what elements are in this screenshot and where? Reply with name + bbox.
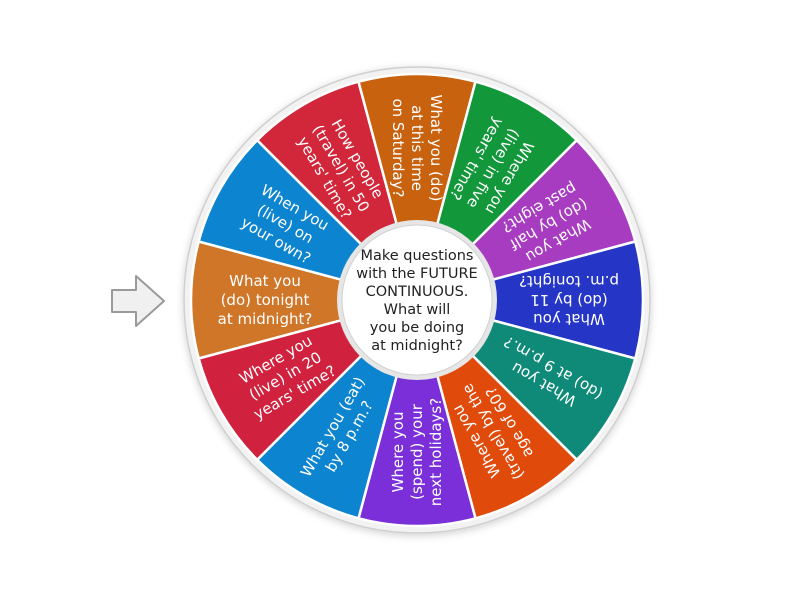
center-prompt-line: What will — [384, 302, 451, 318]
segment-label-line: (do) by 11 — [530, 291, 607, 309]
arrow-right-icon — [111, 275, 165, 327]
segment-label: What you(do) by 11p.m. tonight? — [519, 272, 619, 328]
segment-label-line: (do) tonight — [221, 291, 310, 309]
segment-label-line: What you — [533, 310, 605, 328]
segment-label: Where you(spend) yournext holidays? — [389, 398, 445, 506]
center-prompt-line: you be doing — [370, 320, 464, 336]
center-prompt: Make questions with the FUTURE CONTINUOUS.… — [356, 248, 477, 354]
center-prompt-line: with the FUTURE — [356, 266, 477, 282]
segment-label-line: p.m. tonight? — [519, 272, 619, 290]
segment-label-line: next holidays? — [427, 398, 445, 506]
segment-label-line: at this time — [408, 105, 426, 191]
center-prompt-line: CONTINUOUS. — [366, 284, 469, 300]
wheel-segment — [189, 239, 422, 361]
segment-label-line: What you (do) — [427, 95, 445, 202]
wheel-segment — [356, 72, 478, 305]
segment-label-line: (spend) your — [408, 403, 426, 500]
segment-label: What you (do)at this timeon Saturday? — [389, 95, 445, 202]
wheel-segment — [412, 239, 645, 361]
segment-label-line: at midnight? — [218, 310, 313, 328]
wheel-segment — [356, 295, 478, 528]
segment-label-line: What you — [229, 272, 301, 290]
segment-label-line: on Saturday? — [389, 98, 407, 197]
center-prompt-line: Make questions — [360, 248, 473, 264]
segment-label-line: Where you — [389, 412, 407, 493]
center-hub — [341, 224, 493, 376]
center-prompt-line: at midnight? — [371, 338, 463, 354]
